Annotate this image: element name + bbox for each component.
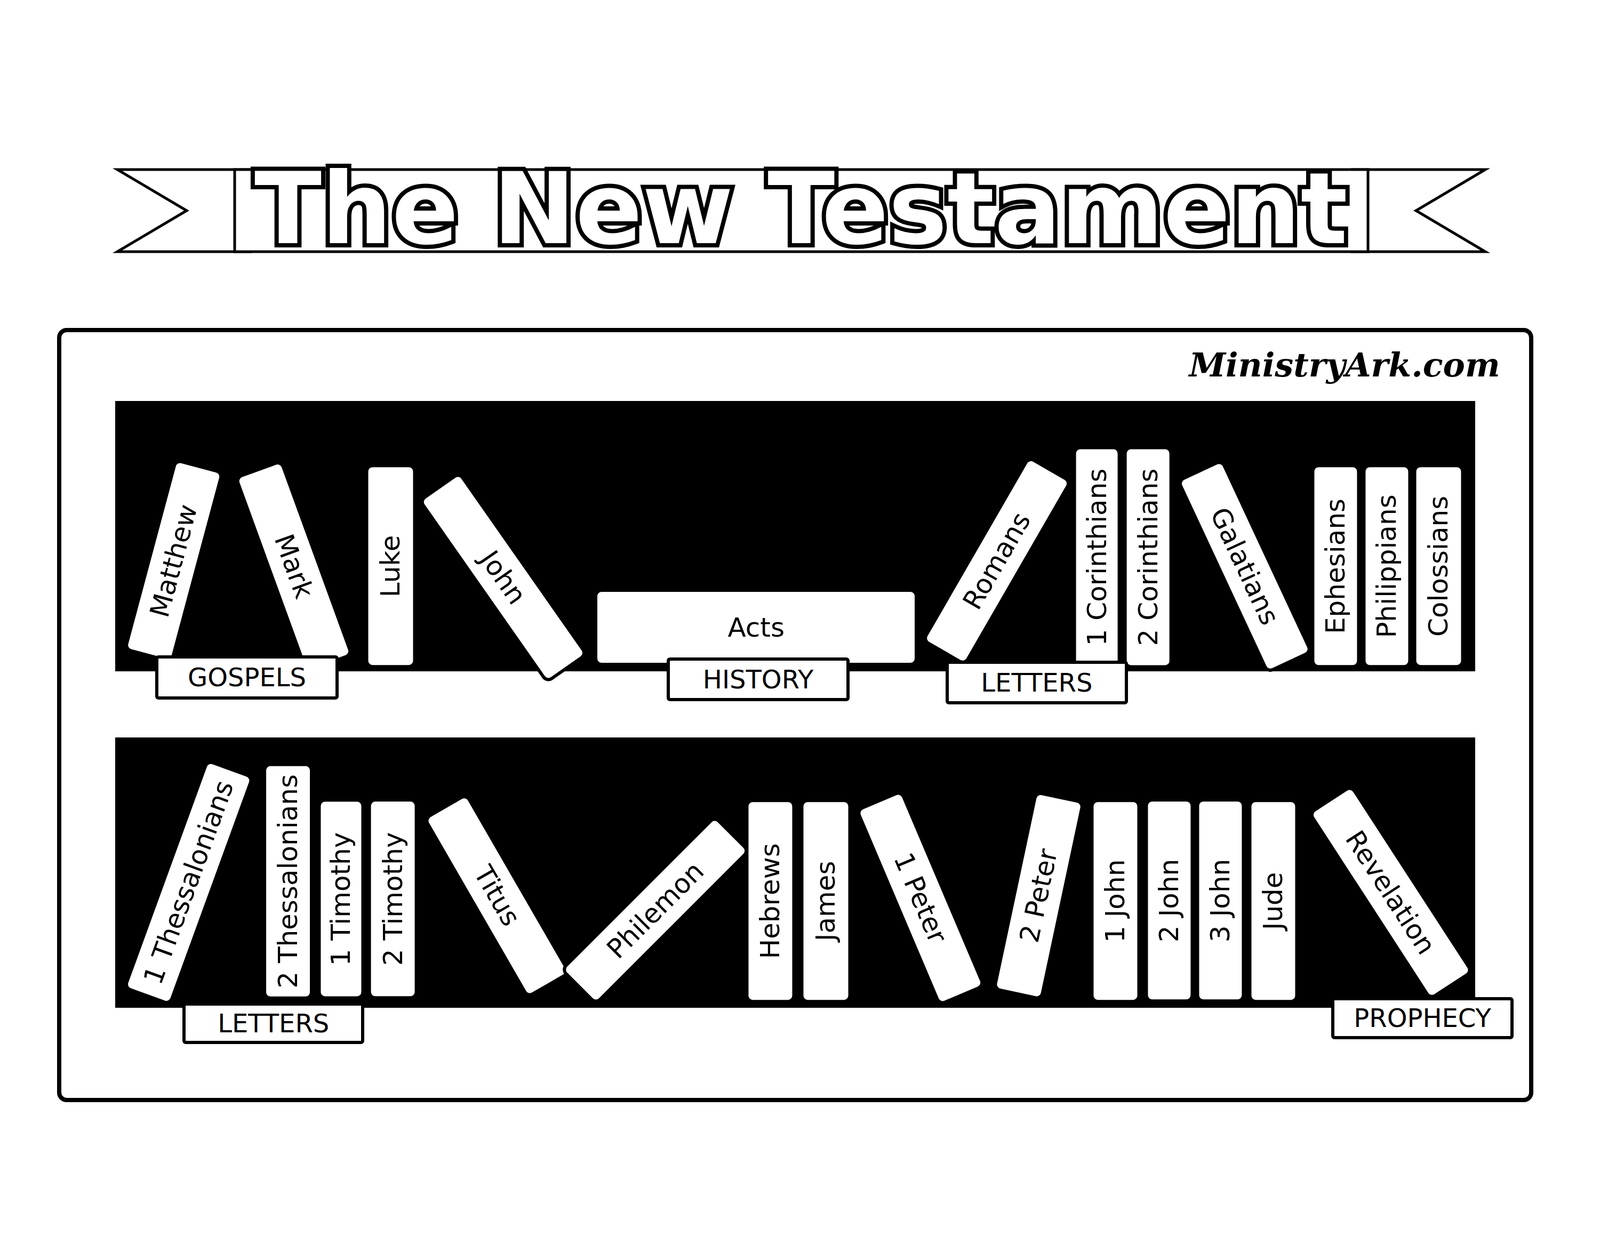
book-title: 3 John: [1206, 859, 1234, 943]
book-title: 1 Corinthians: [1083, 468, 1111, 646]
category-text: GOSPELS: [187, 664, 307, 691]
book-spine: Philippians: [1362, 464, 1412, 669]
shelf-frame: [59, 330, 1532, 1101]
book-title: 2 Peter: [1016, 846, 1062, 946]
category-text: HISTORY: [702, 666, 814, 693]
book-spine: 1 Timothy: [317, 798, 365, 1000]
category-label: PROPHECY: [1331, 997, 1514, 1039]
book-spine: 1 Corinthians: [1073, 445, 1122, 669]
shelf-back: [115, 737, 1476, 1008]
category-text: LETTERS: [217, 1010, 330, 1037]
book-spine: 2 Corinthians: [1123, 445, 1173, 669]
book-title: Hebrews: [757, 843, 784, 959]
book-title: Colossians: [1425, 496, 1453, 637]
watermark: MinistryArk.com: [1188, 345, 1500, 385]
book-spine: Jude: [1248, 798, 1299, 1004]
book-title: 2 Corinthians: [1134, 468, 1162, 646]
book-spine: Colossians: [1413, 464, 1465, 669]
book-title: Philippians: [1373, 494, 1400, 638]
book-spine: 2 Timothy: [368, 798, 419, 1000]
category-label: LETTERS: [182, 1002, 365, 1045]
book-title: Acts: [727, 614, 784, 642]
ribbon-tail: [1352, 169, 1486, 252]
category-text: PROPHECY: [1353, 1005, 1491, 1031]
ribbon-tail: [117, 169, 251, 252]
book-spine: James: [800, 798, 852, 1004]
category-label: GOSPELS: [155, 655, 339, 700]
book-title: Mark: [269, 530, 318, 602]
book-spine: Luke: [365, 464, 417, 669]
book-spine: 2 Thessalonians: [262, 763, 314, 1000]
book-title: 1 John: [1101, 859, 1129, 943]
book-title: 1 Timothy: [327, 832, 355, 966]
book-title: 2 Thessalonians: [274, 774, 302, 989]
book-title: Jude: [1260, 872, 1287, 931]
book-spine: Hebrews: [745, 798, 796, 1004]
book-spine: 2 John: [1145, 798, 1195, 1004]
book-title: Ephesians: [1322, 498, 1349, 635]
book-spine: 3 John: [1195, 798, 1245, 1004]
book-spine: Acts: [594, 588, 918, 667]
book-spine: Ephesians: [1311, 464, 1361, 669]
book-title: Luke: [377, 535, 405, 598]
book-title: 2 John: [1156, 859, 1183, 943]
category-label: HISTORY: [666, 657, 850, 702]
title: The New Testament: [254, 160, 1348, 259]
category-label: LETTERS: [945, 660, 1128, 705]
book-spine: 1 John: [1090, 798, 1141, 1004]
category-text: LETTERS: [980, 669, 1093, 696]
book-title: James: [812, 860, 839, 942]
book-title: 2 Timothy: [379, 832, 407, 966]
